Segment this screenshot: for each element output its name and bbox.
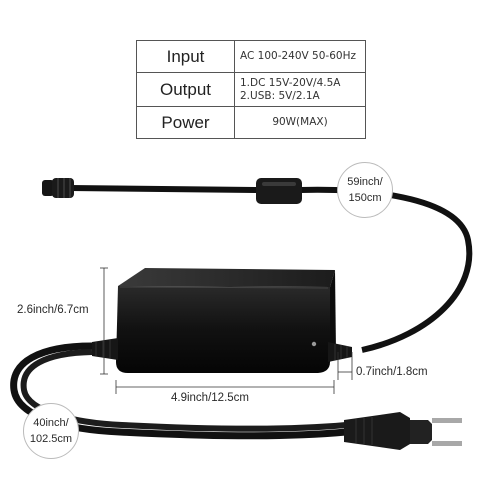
spec-row-output: Output 1.DC 15V-20V/4.5A 2.USB: 5V/2.1A — [136, 72, 366, 107]
depth-dimension-label: 0.7inch/1.8cm — [356, 366, 428, 378]
callout-line: 59inch/ — [347, 176, 383, 188]
width-dimension-label: 4.9inch/12.5cm — [171, 392, 249, 404]
spec-label: Input — [136, 40, 235, 73]
specs-table: Input AC 100-240V 50-60Hz Output 1.DC 15… — [136, 40, 366, 139]
spec-value-line: 2.USB: 5V/2.1A — [240, 89, 320, 102]
spec-value: AC 100-240V 50-60Hz — [234, 40, 366, 73]
spec-value-line: 1.DC 15V-20V/4.5A — [240, 76, 341, 89]
spec-value: 1.DC 15V-20V/4.5A 2.USB: 5V/2.1A — [234, 72, 366, 107]
callout-line: 150cm — [348, 192, 382, 204]
spec-row-input: Input AC 100-240V 50-60Hz — [136, 40, 366, 73]
spec-row-power: Power 90W(MAX) — [136, 106, 366, 139]
dc-connector — [42, 178, 74, 198]
dimension-lines — [100, 267, 353, 394]
callout-line: 102.5cm — [29, 433, 73, 445]
ac-cable-length-callout: 40inch/ 102.5cm — [23, 403, 79, 459]
adapter-body — [116, 268, 336, 373]
led-indicator — [311, 341, 317, 347]
strain-relief-ac — [92, 338, 118, 360]
dc-cable-length-callout: 59inch/ 150cm — [337, 162, 393, 218]
strain-relief-dc — [328, 342, 352, 362]
height-dimension-label: 2.6inch/6.7cm — [17, 304, 89, 316]
ac-plug — [344, 412, 462, 450]
callout-line: 40inch/ — [33, 417, 69, 429]
spec-value: 90W(MAX) — [234, 106, 366, 139]
ferrite-bead — [256, 178, 302, 204]
spec-label: Power — [136, 106, 235, 139]
